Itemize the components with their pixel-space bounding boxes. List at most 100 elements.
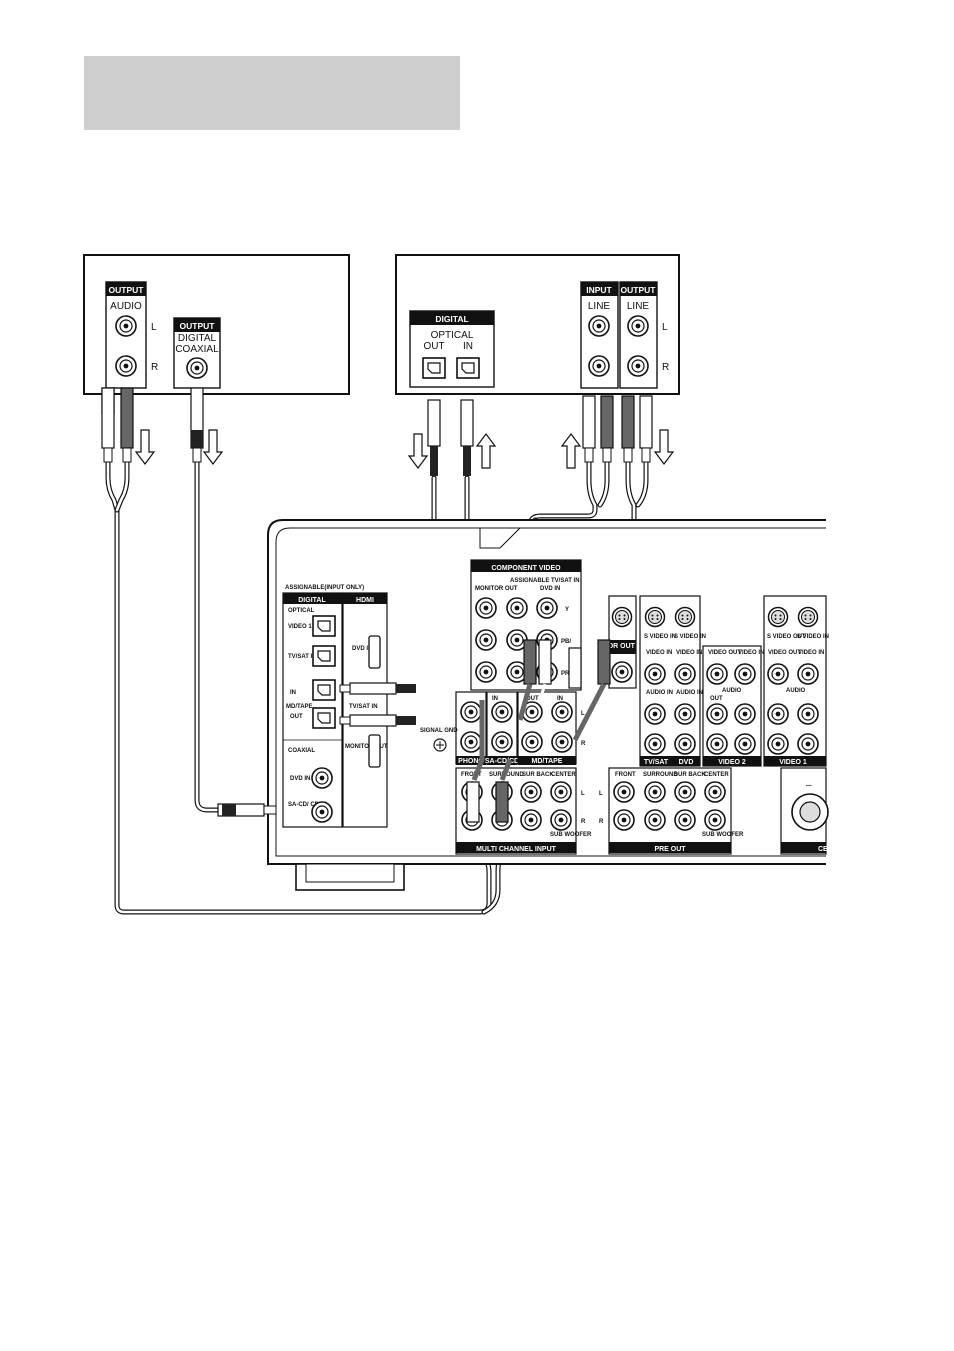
mci-l: L [581,791,585,797]
mid-digital-header: DIGITAL [435,314,468,324]
digital-label: DIGITAL [178,333,217,344]
dvd-audio-in: AUDIO IN [676,690,703,696]
input-header: INPUT [586,285,612,295]
mdtape-in-label2: IN [557,696,563,702]
tvsat-video-in: VIDEO IN [646,650,672,656]
coaxial-label: COAXIAL [288,748,315,754]
audio-l-jack[interactable] [115,315,137,337]
hdmi-monitor-port[interactable] [368,734,381,768]
video1-in-label: VIDEO 1 IN [288,624,319,630]
device-mid: DIGITAL OPTICAL OUT IN INPUT LINE OUTPUT… [395,254,680,395]
tvsat-audio-in: AUDIO IN [646,690,673,696]
preout-l: L [599,791,603,797]
coaxial-label: COAXIAL [175,344,219,355]
optical-out-jack[interactable] [422,357,446,379]
arrow-down-icon [203,429,223,465]
mdtape-section-label: MD/TAPE [532,758,563,765]
sacd-in-label2: IN [492,696,498,702]
mci-center: CENTER [551,772,576,778]
optical-in-label: IN [463,341,473,352]
component-video-header: COMPONENT VIDEO [491,565,561,572]
hdmi-monitor-out-label: MONITOR OUT [345,744,388,750]
assignable-tvsat-label: ASSIGNABLE TV/SAT IN [510,578,580,584]
pre-out-label: PRE OUT [654,846,686,853]
dvd-in-label: DVD IN [290,776,310,782]
arrow-down-icon [135,429,155,465]
multi-channel-input-label: MULTI CHANNEL INPUT [476,846,557,853]
output-audio-header: OUTPUT [109,285,145,295]
phono-label: PHONO [458,758,484,765]
output-header: OUTPUT [621,285,657,295]
optical-label: OPTICAL [288,608,315,614]
video1-svideo-out: S VIDEO OUT [767,634,806,640]
sacd-in-label: SA-CD/ CD IN [288,802,327,808]
mdtape-optical-in-jack[interactable] [312,679,336,701]
tvsat-in-label: TV/SAT IN [288,654,317,660]
video1-optical-jack[interactable] [312,615,336,637]
mdtape-l: L [581,711,585,717]
mid-plugs [408,395,674,476]
optical-in-jack[interactable] [456,357,480,379]
mdtape-out-label2: OUT [526,696,539,702]
hdmi-dvd-port[interactable] [368,635,381,669]
tvsat-label: TV/SAT [644,759,669,766]
receiver-plugs [217,639,611,823]
monitor-out-video-label: MONITOR OUT VIDEO [585,643,659,650]
preout-r: R [599,819,604,825]
arrow-up-icon [476,433,496,469]
line-out-label: LINE [627,301,650,312]
pb-label: PB/ [561,639,571,645]
assignable-label: ASSIGNABLE(INPUT ONLY) [285,585,364,591]
line-in-label: LINE [588,301,611,312]
line-in-l-jack[interactable] [588,315,610,337]
arrow-down-icon [654,429,674,465]
video1-video-in: VIDEO IN [798,650,824,656]
r-label: R [151,362,158,373]
minus-label: – [806,780,812,791]
left-plugs [101,387,223,465]
mdtape-in-label: IN [290,690,296,696]
preout-front: FRONT [615,772,636,778]
video1-label: VIDEO 1 [779,759,807,766]
preout-subwoofer: SUB WOOFER [702,832,744,838]
mdtape-r: R [581,741,586,747]
arrow-up-icon [561,433,581,469]
preout-surback: SUR BACK [674,772,706,778]
line-out-l-jack[interactable] [627,315,649,337]
signal-gnd-label: SIGNAL GND [420,728,458,734]
dvd-coaxial-jack[interactable] [311,767,333,789]
hdmi-tvsat-in-label: TV/SAT IN [349,704,378,710]
audio-label: AUDIO [110,301,142,312]
hdmi-dvd-in-label: DVD IN [352,646,372,652]
mdtape-label: MD/TAPE [286,704,313,710]
mci-subwoofer: SUB WOOFER [550,832,592,838]
title-bar [84,56,460,130]
l-label: L [151,322,157,333]
mci-r: R [581,819,586,825]
optical-out-label: OUT [423,341,444,352]
mci-surback: SUR BACK [522,772,554,778]
coaxial-out-jack[interactable] [186,357,208,379]
tvsat-optical-jack[interactable] [312,645,336,667]
mdtape-optical-out-jack[interactable] [312,707,336,729]
video1-video-out: VIDEO OUT [768,650,801,656]
audio-r-jack[interactable] [115,355,137,377]
output-coax-header: OUTPUT [180,321,216,331]
dvd-svideo-in: S VIDEO IN [674,634,706,640]
line-out-r-jack[interactable] [627,355,649,377]
video1-audio: AUDIO [786,688,806,694]
mci-front: FRONT [461,772,482,778]
digital-header: DIGITAL [298,597,326,604]
video2-audio-out: OUT [710,696,723,702]
tvsat-svideo-in: S VIDEO IN [644,634,676,640]
mid-l-label: L [662,322,668,333]
video2-audio: AUDIO [722,688,742,694]
mdtape-out-label: OUT [290,714,303,720]
y-label: Y [565,607,569,613]
sacd-cd-label: SA-CD/CD [485,758,519,765]
ce-label: CE [818,846,828,853]
dvd-comp-in-label: DVD IN [540,586,560,592]
sacd-coaxial-jack[interactable] [311,801,333,823]
line-in-r-jack[interactable] [588,355,610,377]
